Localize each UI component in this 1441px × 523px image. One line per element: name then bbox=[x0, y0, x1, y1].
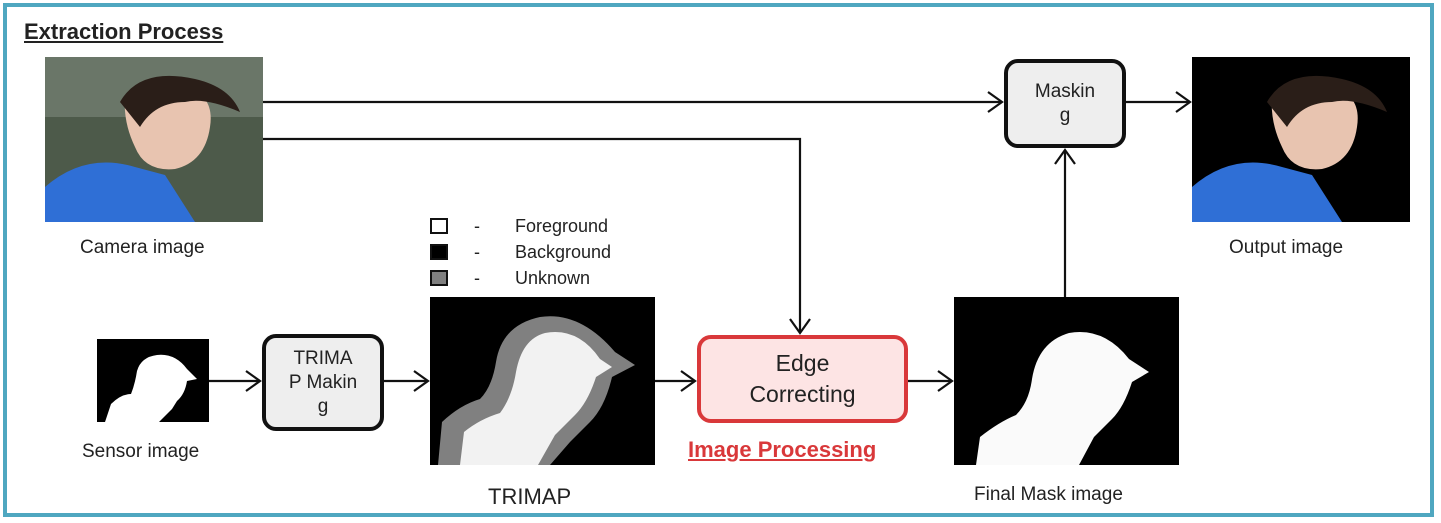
image-processing-label: Image Processing bbox=[688, 437, 877, 462]
masking-label: Masking bbox=[1034, 80, 1096, 126]
final-mask-image-label: Final Mask image bbox=[974, 484, 1123, 505]
legend-label-foreground: Foreground bbox=[515, 216, 609, 236]
output-image-label: Output image bbox=[1229, 237, 1344, 258]
trimap-making-label: TRIMAP Making bbox=[288, 347, 358, 417]
edge-correcting-box: Edge Correcting bbox=[697, 335, 908, 423]
sensor-image bbox=[97, 339, 209, 422]
legend-swatch-unknown bbox=[430, 270, 448, 286]
camera-image bbox=[45, 57, 263, 222]
trimap-image bbox=[430, 297, 655, 465]
masking-box: Masking bbox=[1004, 59, 1126, 148]
legend-swatch-foreground bbox=[430, 218, 448, 234]
trimap-image-label: TRIMAP bbox=[488, 484, 572, 509]
figure-frame bbox=[3, 3, 1434, 517]
sensor-image-label: Sensor image bbox=[82, 441, 200, 462]
legend-label-unknown: Unknown bbox=[515, 268, 591, 288]
legend-swatch-background bbox=[430, 244, 448, 260]
camera-image-label: Camera image bbox=[80, 237, 205, 258]
arrow-camera-to-edge bbox=[263, 137, 802, 333]
final-mask-image bbox=[954, 297, 1179, 465]
edge-correcting-label: Edge Correcting bbox=[749, 350, 856, 407]
diagram-title: Extraction Process bbox=[24, 19, 224, 44]
output-image bbox=[1192, 57, 1410, 222]
legend-label-background: Background bbox=[515, 242, 612, 262]
trimap-making-box: TRIMAP Making bbox=[262, 334, 384, 431]
